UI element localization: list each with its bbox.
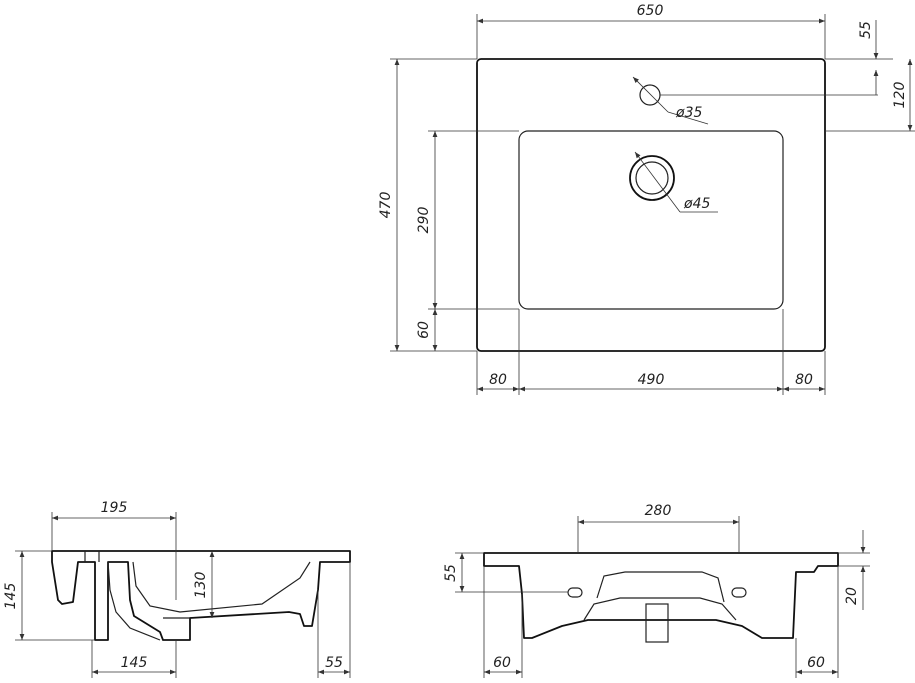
overflow-hole-right [731, 587, 747, 598]
dim-bowl-length: 290 [416, 207, 432, 234]
dim-width: 650 [637, 3, 664, 19]
front-profile [483, 552, 839, 639]
dim-front-rim: 60 [416, 321, 432, 339]
drain-hole-inner [635, 161, 669, 195]
dim-drain-hole: ø45 [683, 196, 710, 212]
dim-depth: 470 [378, 192, 394, 219]
basin-outline [476, 58, 826, 352]
dim-bowl-width: 490 [638, 372, 665, 388]
dim-top-width: 195 [101, 500, 128, 516]
dim-bottom-width: 145 [121, 655, 148, 671]
dim-top-offset: 55 [858, 21, 874, 39]
front-view: 280 55 20 60 60 [443, 503, 870, 678]
dim-left-rim: 80 [489, 372, 507, 388]
overflow-hole-left [567, 587, 583, 598]
dim-tap-hole: ø35 [675, 105, 702, 121]
drain-hole-outer [629, 155, 675, 201]
dim-tap-offset: 120 [892, 82, 908, 109]
side-view: 195 145 130 145 55 [3, 500, 351, 678]
drain-outlet [645, 603, 669, 643]
dim-right-offset: 60 [807, 655, 825, 671]
dim-rim-thickness: 20 [844, 587, 860, 605]
top-view: 650 55 120 ø35 ø45 470 290 60 [378, 3, 915, 395]
dim-overflow-height: 55 [443, 564, 459, 582]
dim-left-offset: 60 [493, 655, 511, 671]
dim-bowl-depth: 130 [193, 572, 209, 599]
dim-overflow-spacing: 280 [645, 503, 672, 519]
dim-height: 145 [3, 583, 19, 610]
dim-right-rim: 80 [795, 372, 813, 388]
dim-rim-overhang: 55 [325, 655, 343, 671]
bowl-outline [518, 130, 784, 310]
tap-hole [639, 84, 661, 106]
side-profile [51, 550, 351, 641]
